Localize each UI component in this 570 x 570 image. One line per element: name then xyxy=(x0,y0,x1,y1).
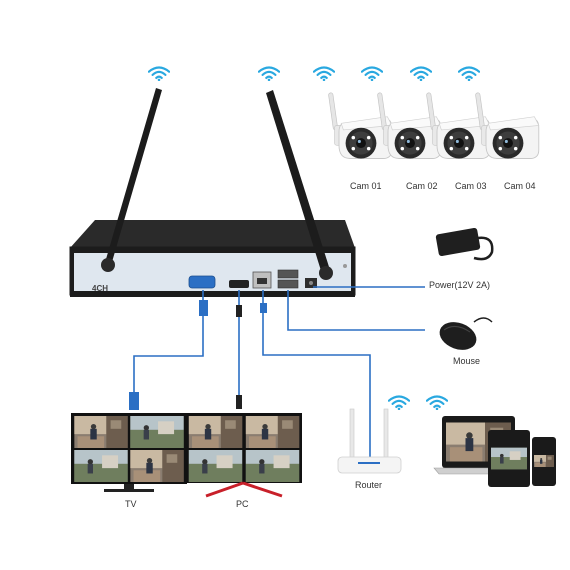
monitor-icon xyxy=(71,413,187,492)
router-icon xyxy=(337,408,402,474)
camera-label: Cam 03 xyxy=(455,181,487,191)
wifi-icon xyxy=(458,66,480,81)
camera-label: Cam 01 xyxy=(350,181,382,191)
monitor-icon xyxy=(185,413,302,498)
vga-plug xyxy=(129,392,139,410)
mouse-label: Mouse xyxy=(453,356,481,366)
camera-label: Cam 04 xyxy=(504,181,536,191)
pc-label: PC xyxy=(236,499,249,509)
power-adapter-icon xyxy=(435,227,494,261)
mouse-icon xyxy=(439,317,493,350)
router-label: Router xyxy=(355,480,383,490)
tv-label: TV xyxy=(125,499,137,509)
wifi-icon xyxy=(148,66,170,81)
nvr-icon xyxy=(69,220,356,297)
cable-lines xyxy=(133,286,425,458)
wifi-icon xyxy=(426,395,448,410)
antenna xyxy=(266,90,330,274)
phone-icon xyxy=(532,437,556,486)
tablet-icon xyxy=(488,430,530,487)
hdmi-plug xyxy=(236,305,242,317)
vga-plug xyxy=(199,300,208,316)
nvr-badge: 4CH xyxy=(92,284,109,293)
hdmi-plug xyxy=(236,395,242,409)
power-label: Power(12V 2A) xyxy=(429,280,491,290)
wifi-icon xyxy=(313,66,335,81)
lan-plug xyxy=(260,303,267,313)
wifi-icon xyxy=(410,66,432,81)
antenna xyxy=(104,88,162,266)
wifi-icon xyxy=(258,66,280,81)
wifi-icon xyxy=(361,66,383,81)
camera-label: Cam 02 xyxy=(406,181,438,191)
wifi-icon xyxy=(388,395,410,410)
